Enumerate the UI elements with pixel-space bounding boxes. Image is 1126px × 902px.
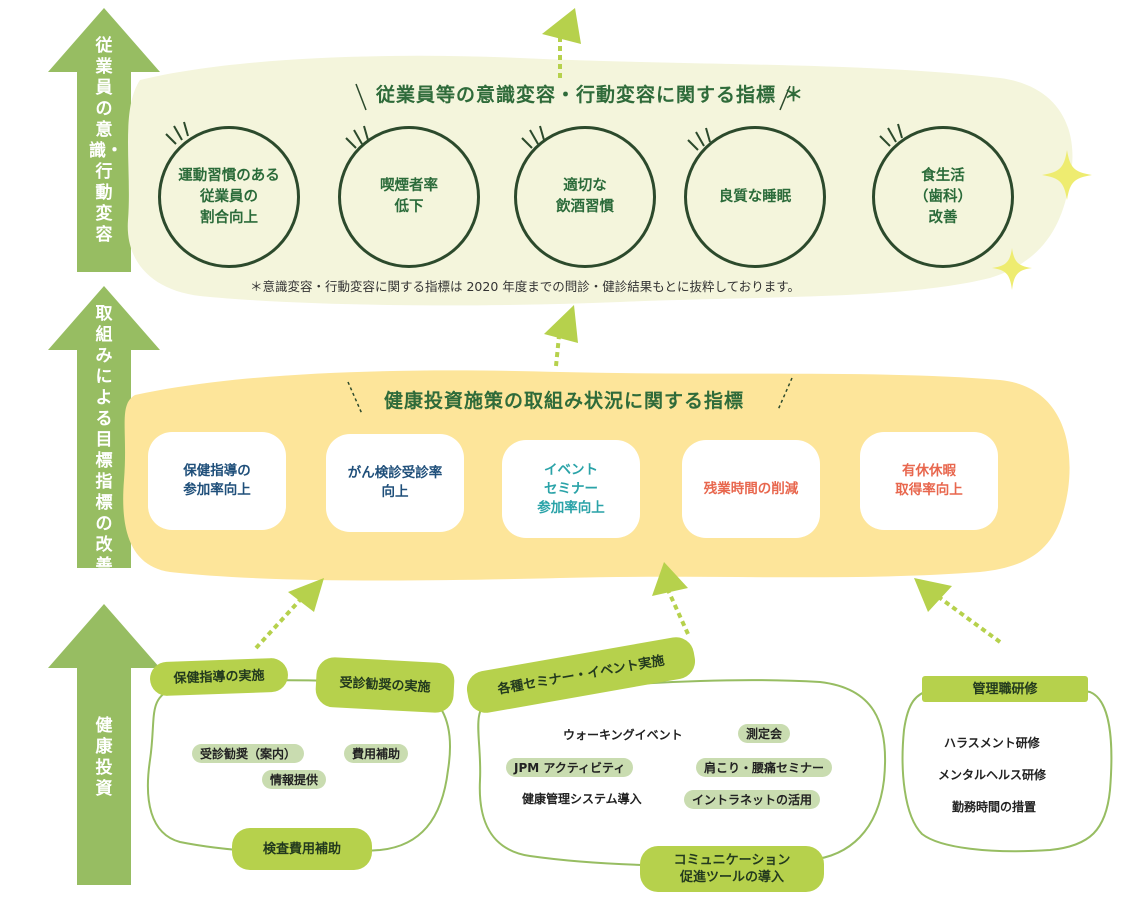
awareness-indicator-smoking: 喫煙者率 低下 (338, 126, 480, 268)
tag-screening-recommendation: 受診勧奨の実施 (314, 656, 456, 714)
initiative-label: がん検診受診率 向上 (347, 465, 443, 500)
group1-item: 情報提供 (262, 770, 327, 789)
initiative-card-paid-leave: 有休休暇 取得率向上 (860, 432, 998, 530)
group3-item: 勤務時間の措置 (952, 800, 1037, 814)
awareness-indicator-diet: 食生活 （歯科） 改善 (872, 126, 1014, 268)
sparkle-icon (992, 248, 1032, 290)
side-label-goal-improvement: 取組みによる目標指標の改善 (95, 304, 113, 576)
initiatives-title: 健康投資施策の取組み状況に関する指標 (384, 390, 745, 412)
side-label-health-investment: 健康投資 (95, 716, 113, 799)
initiative-label: 保健指導の 参加率向上 (183, 463, 251, 498)
tag-health-guidance: 保健指導の実施 (149, 657, 289, 697)
initiative-card-guidance: 保健指導の 参加率向上 (148, 432, 286, 530)
awareness-title-mark: ＊ (784, 84, 805, 106)
side-arrow-middle (48, 286, 160, 568)
indicator-label: 適切な 飲酒習慣 (556, 178, 614, 215)
up-arrow-from-group3 (914, 578, 1002, 644)
indicator-label: 良質な睡眠 (718, 188, 792, 205)
up-arrow-from-group1 (254, 578, 324, 650)
initiative-card-cancer-screening: がん検診受診率 向上 (326, 434, 464, 532)
up-arrow-to-awareness (542, 8, 581, 78)
initiative-card-events: イベント セミナー 参加率向上 (502, 440, 640, 538)
initiative-label: イベント セミナー 参加率向上 (537, 461, 605, 516)
group2-item: JPM アクティビティ (506, 758, 634, 777)
sparkle-icon (1042, 150, 1092, 200)
title-deco (779, 85, 791, 111)
group2-item: 肩こり・腰痛セミナー (696, 758, 833, 777)
tag-communication-tools: コミュニケーション 促進ツールの導入 (640, 846, 824, 892)
group2-item: 健康管理システム導入 (522, 792, 642, 806)
group2-item: ウォーキングイベント (563, 728, 683, 742)
awareness-indicator-exercise: 運動習慣のある 従業員の 割合向上 (158, 126, 300, 268)
indicator-label: 食生活 （歯科） 改善 (914, 167, 972, 226)
group3-item: メンタルヘルス研修 (938, 768, 1047, 782)
title-deco (355, 83, 367, 111)
awareness-title-text: 従業員等の意識変容・行動変容に関する指標 (376, 84, 777, 106)
side-arrow-top (48, 8, 160, 272)
initiative-label: 有休休暇 取得率向上 (895, 463, 963, 498)
group2-item: イントラネットの活用 (684, 790, 821, 809)
awareness-indicator-sleep: 良質な睡眠 (684, 126, 826, 268)
up-arrow-from-group2 (652, 562, 690, 635)
indicator-label: 喫煙者率 低下 (380, 178, 438, 215)
up-arrow-to-initiatives-band (544, 305, 578, 367)
side-label-awareness: 従業員の意識・行動変容 (89, 36, 123, 245)
tag-test-cost-subsidy: 検査費用補助 (232, 828, 372, 870)
side-arrow-bottom (48, 604, 160, 885)
awareness-footnote: ＊意識変容・行動変容に関する指標は 2020 年度までの問診・健診結果もとに抜粋… (250, 279, 801, 294)
awareness-title: 従業員等の意識変容・行動変容に関する指標 ＊ (376, 80, 804, 107)
group3-item: ハラスメント研修 (944, 736, 1040, 750)
group2-outline (477, 679, 887, 867)
group1-item: 費用補助 (344, 744, 409, 763)
initiative-label: 残業時間の削減 (703, 480, 799, 497)
group1-item: 受診勧奨（案内） (192, 744, 305, 763)
circle-accent-marks (165, 121, 903, 151)
group2-item: 測定会 (738, 724, 791, 743)
awareness-indicator-drinking: 適切な 飲酒習慣 (514, 126, 656, 268)
initiative-card-overtime: 残業時間の削減 (682, 440, 820, 538)
tag-manager-training: 管理職研修 (922, 676, 1088, 702)
indicator-label: 運動習慣のある 従業員の 割合向上 (178, 167, 280, 226)
